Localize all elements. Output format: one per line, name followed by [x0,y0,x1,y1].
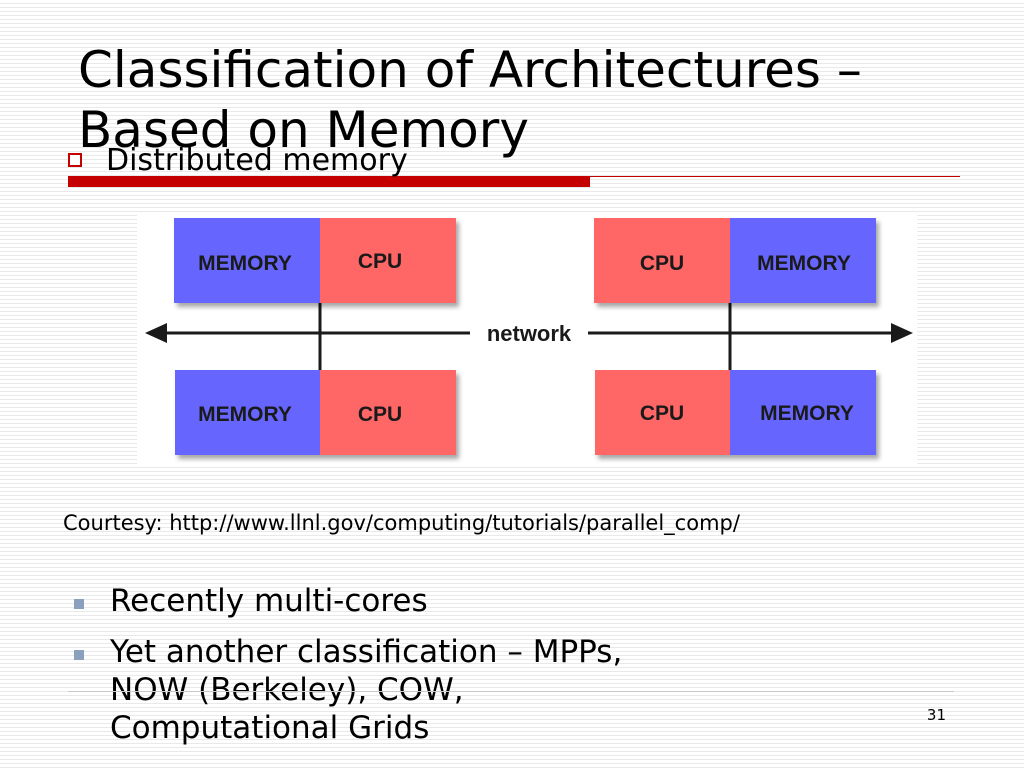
network-label-bg [470,319,588,347]
slide-title: Classification of Architectures – Based … [78,40,978,160]
bullet-distributed-memory-label: Distributed memory [106,142,408,178]
footer-divider [68,691,954,692]
node-bottom-right-memory [730,370,876,455]
courtesy-caption: Courtesy: http://www.llnl.gov/computing/… [63,511,740,535]
list-item-text: Yet another classification – MPPs, [110,634,623,670]
node-bottom-right-memory-label: MEMORY [760,402,854,425]
square-bullet-icon [74,599,84,609]
list-item-text-continued: NOW (Berkeley), COW, [110,672,464,708]
bullet-list: Recently multi-cores Yet another classif… [70,582,770,760]
title-underline-thin [590,176,960,177]
distributed-memory-diagram: network MEMORY CPU CPU MEMORY MEMORY CPU… [137,213,917,467]
hollow-square-bullet-icon [68,153,82,167]
node-top-right-memory [730,218,876,303]
node-bottom-right-cpu-label: CPU [640,402,684,425]
slide-title-line1: Classification of Architectures – [78,41,862,99]
list-item-text: Recently multi-cores [110,583,428,619]
node-top-right [594,218,876,303]
node-bottom-left-cpu [320,370,456,455]
list-item-text-continued: Computational Grids [110,710,430,746]
slide-title-line2: Based on Memory [78,101,529,159]
node-top-right-cpu-label: CPU [640,252,684,275]
network-arrow-left-icon [145,323,167,343]
node-top-right-cpu [594,218,730,303]
node-bottom-left [175,370,456,455]
node-top-left-cpu-label: CPU [358,250,402,273]
node-top-left-cpu [320,218,456,303]
node-bottom-right [595,370,876,455]
square-bullet-icon [74,650,84,660]
page-number: 31 [926,706,946,724]
node-bottom-left-memory-label: MEMORY [198,403,292,426]
bullet-distributed-memory: Distributed memory [68,142,408,178]
diagram-svg: network MEMORY CPU CPU MEMORY MEMORY CPU… [145,218,913,455]
title-underline-thick [68,176,590,187]
list-item: Recently multi-cores [70,582,770,620]
node-bottom-left-memory [175,370,320,455]
node-bottom-left-cpu-label: CPU [358,403,402,426]
node-top-left-memory [174,218,320,303]
node-top-right-memory-label: MEMORY [757,252,851,275]
network-arrow-right-icon [891,323,913,343]
network-label: network [487,321,572,346]
node-top-left-memory-label: MEMORY [198,252,292,275]
node-top-left [174,218,456,303]
list-item: Yet another classification – MPPs, NOW (… [70,633,770,747]
node-bottom-right-cpu [595,370,730,455]
